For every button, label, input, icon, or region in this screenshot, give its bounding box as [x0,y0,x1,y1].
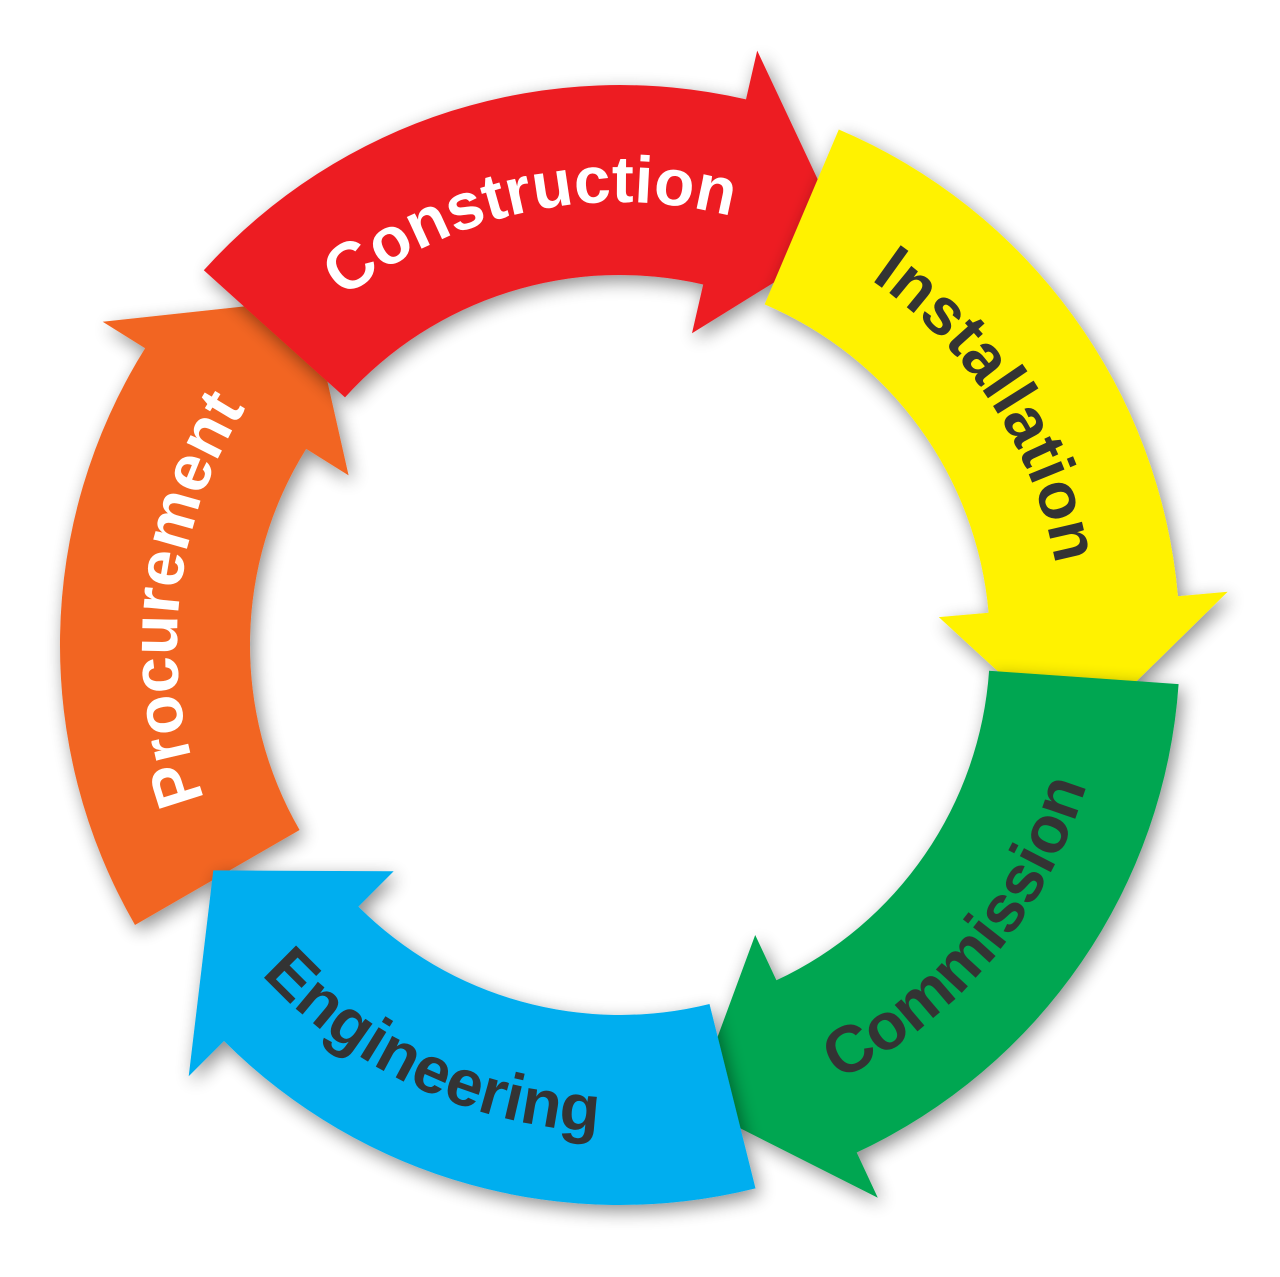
stage-arrow-procurement [59,299,349,925]
stage-arrow-construction [203,50,846,398]
stage-arrow-commission [692,670,1179,1198]
stage-arrow-engineering [188,870,756,1206]
stage-arrow-installation [764,129,1228,742]
